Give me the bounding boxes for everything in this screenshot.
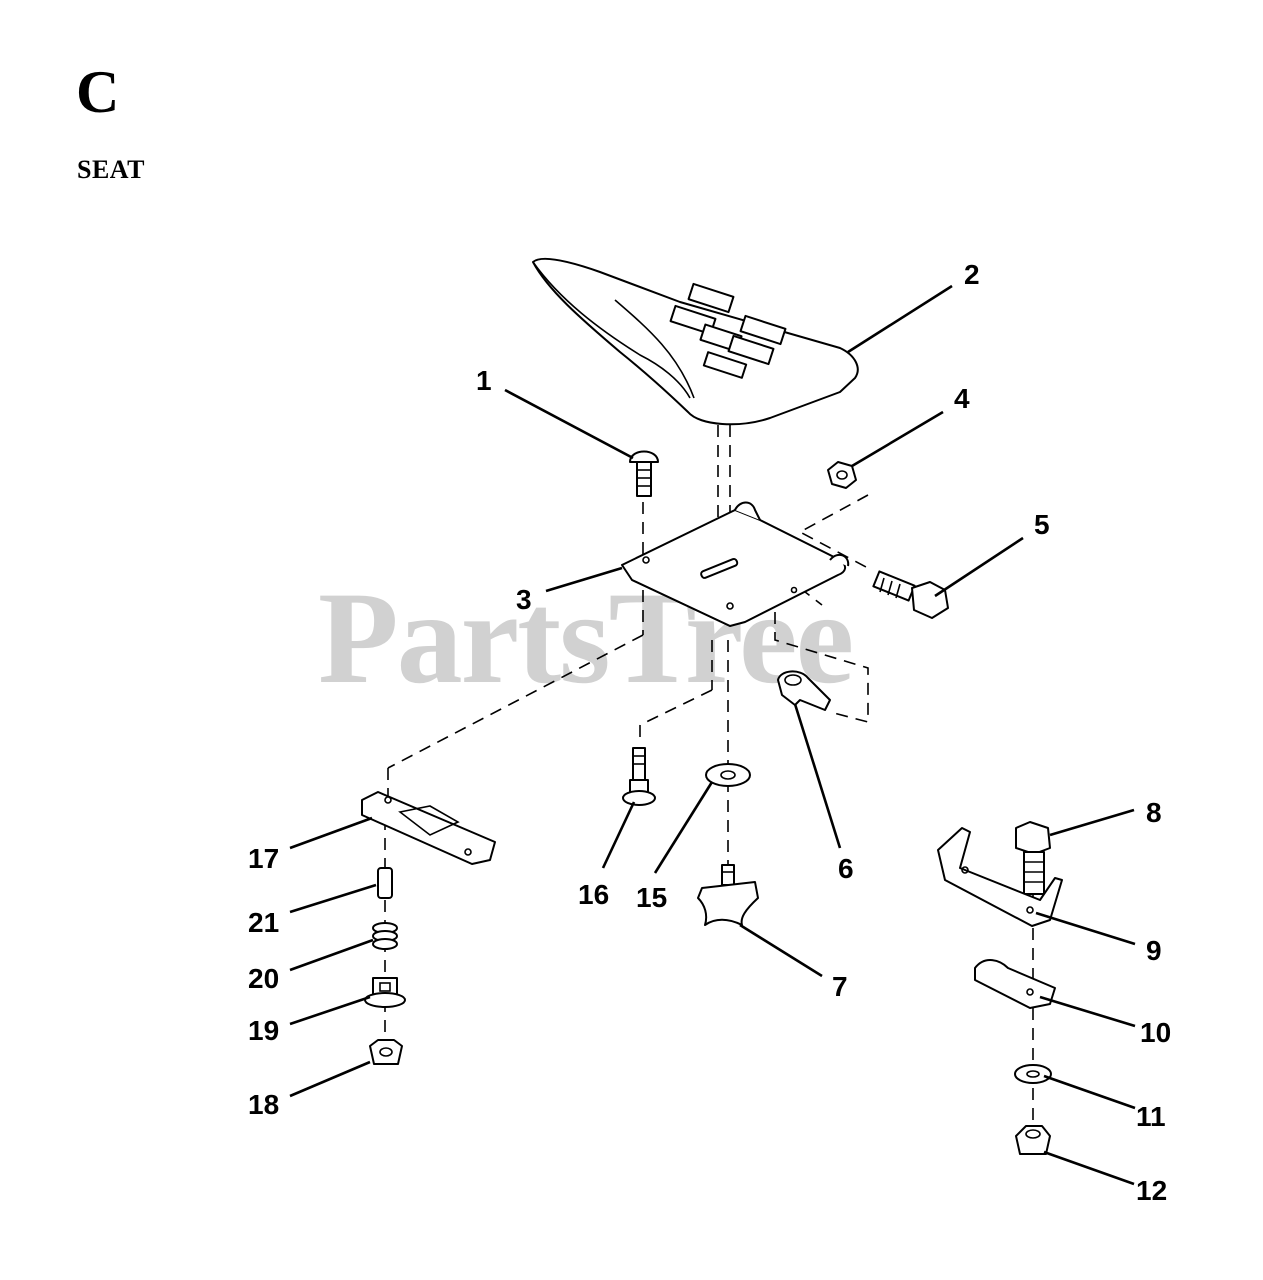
shoulder-bolt-part [622,747,656,806]
callout-6: 6 [838,853,854,884]
seat-part [532,257,859,426]
knob-part [697,864,759,926]
callout-12: 12 [1136,1175,1167,1206]
bracket-part [937,827,1063,927]
hex-bolt-part [872,570,949,619]
carriage-bolt-part [629,450,659,497]
callout-17: 17 [248,843,279,874]
seat-plate-part [621,501,850,627]
slide-plate-part [361,791,496,865]
callout-16: 16 [578,879,609,910]
callout-5: 5 [1034,509,1050,540]
section-title: SEAT [77,155,145,184]
flat-washer-part [1014,1064,1052,1084]
callout-4: 4 [954,383,970,414]
callout-21: 21 [248,907,279,938]
hex-cap-bolt-part [1015,821,1051,895]
assembly-dash-lines [384,425,1034,1155]
washer-part [705,763,751,787]
callout-7: 7 [832,971,848,1002]
spring-part [372,922,398,950]
callout-10: 10 [1140,1017,1171,1048]
callout-19: 19 [248,1015,279,1046]
pin-part [377,867,393,899]
section-letter: C [76,59,120,125]
callout-9: 9 [1146,935,1162,966]
lock-nut-part [1015,1125,1051,1155]
callout-3: 3 [516,584,532,615]
callout-8: 8 [1146,797,1162,828]
bushing-part [364,977,406,1008]
callout-11: 11 [1136,1101,1166,1132]
callout-20: 20 [248,963,279,994]
hex-nut-part [827,461,857,489]
callout-18: 18 [248,1089,279,1120]
curved-plate-part [974,959,1056,1009]
callout-1: 1 [476,365,492,396]
flange-nut-part [369,1039,403,1065]
leader-lines [289,284,1136,1186]
callout-15: 15 [636,882,667,913]
callout-2: 2 [964,259,980,290]
clip-part [777,670,831,711]
